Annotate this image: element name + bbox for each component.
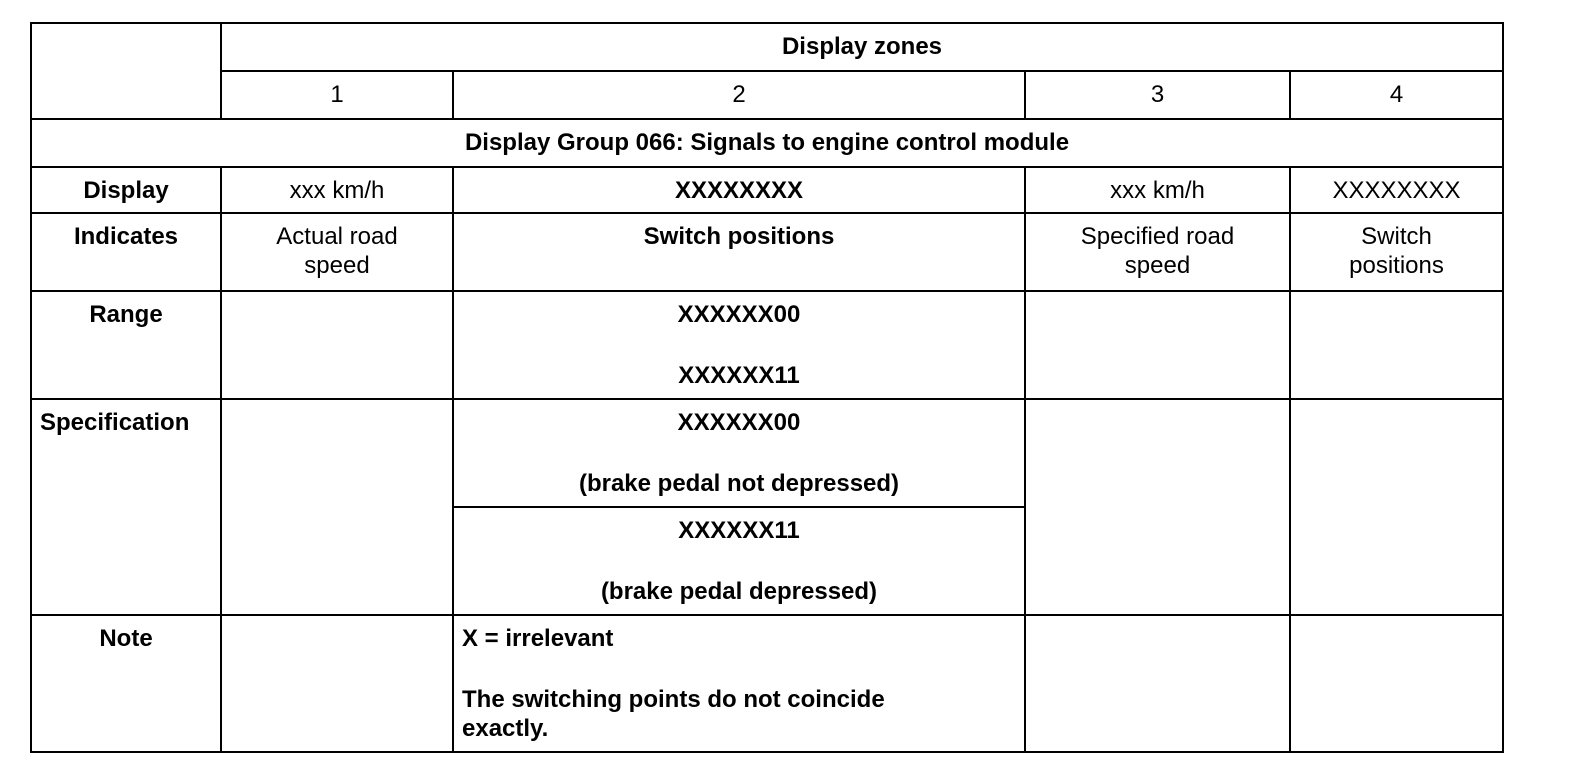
- spec-condition-b: (brake pedal depressed): [600, 578, 878, 605]
- range-zone-3: [1024, 290, 1291, 400]
- group-title: Display Group 066: Signals to engine con…: [30, 118, 1504, 168]
- specification-zone-1: [220, 398, 454, 616]
- note-line-2: The switching points do not coincide exa…: [462, 686, 885, 742]
- range-zone-1: [220, 290, 454, 400]
- specification-zone-4: [1289, 398, 1504, 616]
- display-zone-4: XXXXXXXX: [1289, 166, 1504, 214]
- range-max-value: XXXXXX11: [678, 362, 800, 389]
- spec-value-a: XXXXXX00: [677, 409, 801, 436]
- corner-cell: [30, 22, 222, 120]
- display-zone-2: XXXXXXXX: [452, 166, 1026, 214]
- note-zone-1: [220, 614, 454, 753]
- indicates-zone-4: Switch positions: [1289, 212, 1504, 292]
- range-min-value: XXXXXX00: [677, 301, 801, 328]
- spec-condition-a: (brake pedal not depressed): [578, 470, 900, 497]
- display-zone-1: xxx km/h: [220, 166, 454, 214]
- zone-number-1: 1: [220, 70, 454, 120]
- display-zones-header: Display zones: [220, 22, 1504, 72]
- display-zone-3: xxx km/h: [1024, 166, 1291, 214]
- indicates-zone-3: Specified road speed: [1024, 212, 1291, 292]
- specification-zone-2-a: XXXXXX00 (brake pedal not depressed): [452, 398, 1026, 508]
- specification-zone-2-b: XXXXXX11 (brake pedal depressed): [452, 506, 1026, 616]
- note-zone-3: [1024, 614, 1291, 753]
- row-label-note: Note: [30, 614, 222, 753]
- row-label-display: Display: [30, 166, 222, 214]
- spec-value-b: XXXXXX11: [678, 517, 800, 544]
- note-line-1: X = irrelevant: [462, 625, 614, 652]
- indicates-zone-1: Actual road speed: [220, 212, 454, 292]
- zone-number-2: 2: [452, 70, 1026, 120]
- indicates-zone-2: Switch positions: [452, 212, 1026, 292]
- display-group-table: Display zones 1 2 3 4 Display Group 066:…: [30, 22, 1504, 753]
- specification-zone-3: [1024, 398, 1291, 616]
- row-label-specification: Specification: [30, 398, 222, 616]
- note-zone-4: [1289, 614, 1504, 753]
- row-label-range: Range: [30, 290, 222, 400]
- zone-number-3: 3: [1024, 70, 1291, 120]
- range-zone-2: XXXXXX00 XXXXXX11: [452, 290, 1026, 400]
- zone-number-4: 4: [1289, 70, 1504, 120]
- range-zone-4: [1289, 290, 1504, 400]
- note-zone-2: X = irrelevant The switching points do n…: [452, 614, 1026, 753]
- row-label-indicates: Indicates: [30, 212, 222, 292]
